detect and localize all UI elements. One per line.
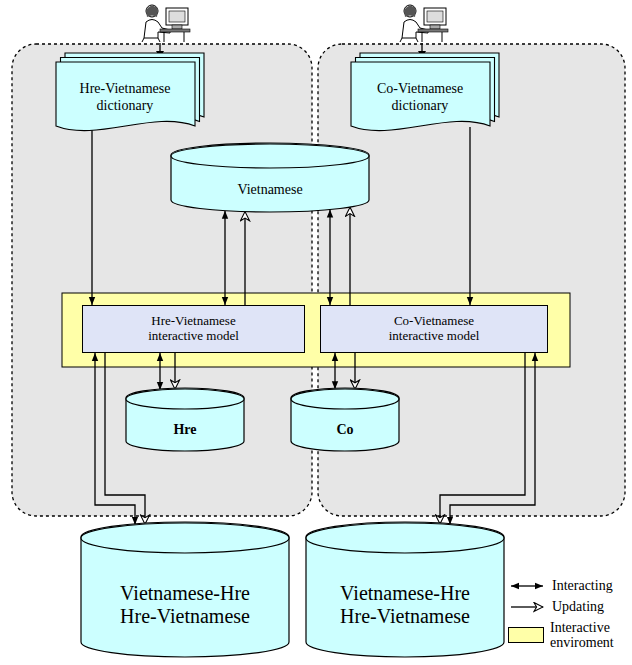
legend-row: Interacting (508, 578, 632, 594)
legend-label: Interactive enviroment (550, 620, 630, 651)
node-label: Vietnamese-Hre Hre-Vietnamese (103, 582, 268, 628)
legend-sample (508, 578, 546, 594)
database-cylinder-outline (170, 143, 370, 213)
corpus-cylinder: Vietnamese-Hre Hre-Vietnamese (80, 522, 290, 658)
updating-arrow (349, 207, 350, 305)
node-label: Vietnamese (237, 182, 302, 198)
updating-arrow (91, 127, 92, 305)
hre-region (12, 44, 312, 516)
node-label: Co (336, 422, 353, 438)
node-label: Co-Vietnamese dictionary (364, 81, 476, 113)
interacting-arrow (334, 353, 335, 389)
updating-arrow (244, 212, 245, 305)
legend-row: Interactive enviroment (508, 620, 632, 651)
model-box: Hre-Vietnamese interactive model (82, 305, 305, 353)
interacting-arrow (450, 353, 535, 525)
model-box: Co-Vietnamese interactive model (320, 305, 548, 353)
legend-label: Interacting (552, 578, 632, 593)
node-label: Hre (173, 422, 196, 438)
node-label: Hre-Vietnamese dictionary (69, 81, 181, 113)
legend-label: Updating (552, 599, 632, 614)
dictionary-document: Hre-Vietnamese dictionary (55, 52, 205, 135)
node-label: Hre-Vietnamese interactive model (129, 314, 259, 344)
user-icon (400, 5, 448, 42)
interacting-arrow (329, 210, 330, 305)
interacting-arrow (159, 353, 160, 390)
legend-sample (508, 599, 546, 615)
interacting-arrow (224, 211, 225, 305)
node-label: Vietnamese-Hre Hre-Vietnamese (323, 582, 488, 628)
updating-arrow (469, 127, 470, 305)
database-cylinder: Co (290, 388, 400, 452)
node-label: Co-Vietnamese interactive model (369, 314, 499, 344)
legend: InteractingUpdatingInteractive enviromen… (508, 578, 632, 656)
updating-arrow (174, 353, 175, 389)
user-icon (142, 5, 190, 42)
legend-row: Updating (508, 599, 632, 615)
database-cylinder-outline (290, 388, 400, 452)
interactive-environment (62, 293, 570, 367)
database-cylinder: Vietnamese (170, 143, 370, 213)
dictionary-document: Co-Vietnamese dictionary (350, 52, 500, 135)
corpus-cylinder: Vietnamese-Hre Hre-Vietnamese (305, 522, 505, 658)
legend-swatch (508, 627, 544, 643)
database-cylinder: Hre (125, 388, 245, 452)
database-cylinder-outline (125, 388, 245, 452)
updating-arrow (354, 353, 355, 389)
updating-arrow (440, 353, 525, 524)
